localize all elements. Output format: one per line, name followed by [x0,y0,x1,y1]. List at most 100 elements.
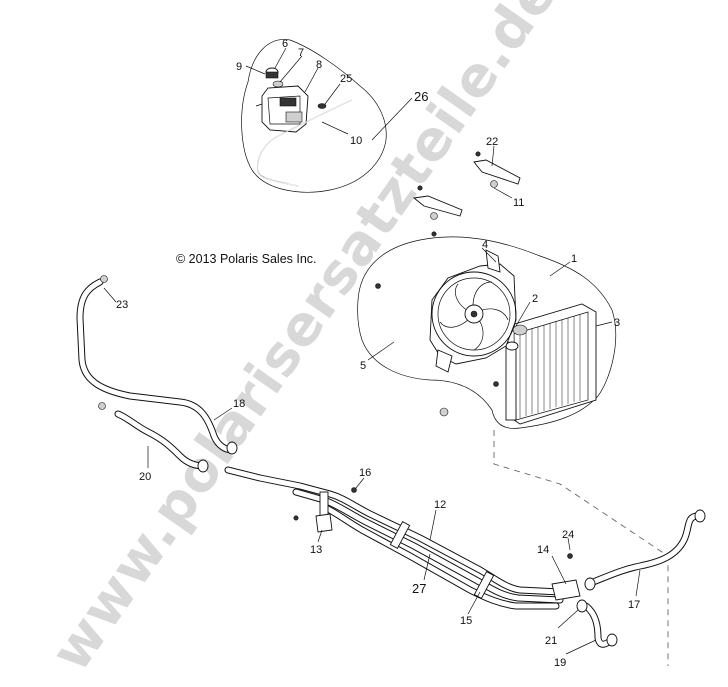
bracket-lower-bolt [417,185,423,191]
callout-15: 15 [460,615,472,627]
dashed-connector [493,430,669,666]
leader-14 [551,555,567,585]
callout-8: 8 [316,59,322,71]
clamp-20 [197,459,209,473]
clamp-17a [584,577,596,591]
callout-6: 6 [282,38,288,50]
tube-bracket-13 [315,513,333,533]
right-hoses-group: 14 24 17 21 19 [537,509,706,669]
leader-13 [317,529,323,543]
grommet-4 [431,231,437,237]
callout-20: 20 [139,471,151,483]
bracket-upper-bolt-2 [490,180,498,188]
radiator-fins [519,314,581,418]
fan-motor [512,324,528,336]
leader-12 [429,509,437,541]
grommet-1 [375,283,381,289]
radiator-group-outline [357,236,617,429]
leader-26 [371,97,413,141]
leader-17 [635,569,641,597]
clamp-21 [576,599,588,613]
leader-25 [324,83,341,105]
leader-23 [103,287,117,303]
leader-2 [515,301,531,327]
leader-9 [245,65,266,75]
cap-seal [272,80,284,88]
clamp-17b [694,509,706,523]
fan-brackets-group: 22 11 [412,136,524,220]
callout-13: 13 [310,544,322,556]
callout-4: 4 [482,239,488,251]
clamp-19 [606,633,618,647]
bolt-24 [567,553,573,559]
hose-17 [584,512,702,588]
leader-4 [481,247,497,263]
fitting-14 [551,579,581,601]
overflow-hose-inner [257,99,353,187]
leader-24 [567,537,571,551]
coolant-reservoir-group: 6 7 8 9 25 10 26 [236,38,428,193]
leader-1 [549,261,571,277]
callout-14: 14 [537,544,549,556]
clamp-18 [226,441,238,455]
callout-1: 1 [571,253,577,265]
callout-10: 10 [350,135,362,147]
reservoir-group-outline [241,39,387,193]
copyright-text: © 2013 Polaris Sales Inc. [176,252,317,266]
callout-12: 12 [434,499,446,511]
leader-22 [491,145,495,167]
leader-19 [565,639,597,655]
callout-21: 21 [545,635,557,647]
tube-clip-1 [389,521,411,549]
callout-5: 5 [360,360,366,372]
hose-20-fitting [98,402,106,410]
leader-16 [355,477,365,489]
leader-10 [321,121,349,135]
callout-27: 27 [412,581,426,596]
callout-23: 23 [116,299,128,311]
leader-6 [274,47,287,69]
callout-19: 19 [554,657,566,669]
radiator-fan-group: 1 4 2 3 5 [357,231,620,429]
leader-5 [367,341,395,361]
callout-7: 7 [298,47,304,59]
leader-15 [467,591,481,615]
radiator-inlet [505,341,519,351]
leader-11 [493,187,513,199]
reservoir-tank-face [267,95,301,125]
callout-24: 24 [562,529,574,541]
callout-2: 2 [532,293,538,305]
leader-8 [304,67,319,93]
leader-18 [213,407,233,421]
radiator-side-tank [505,343,517,421]
callout-22: 22 [486,136,498,148]
left-hoses-group: 23 18 20 [76,275,245,483]
bracket-upper [473,159,521,185]
callout-26: 26 [414,89,428,104]
leader-7 [279,55,303,83]
tank-side-plate [285,111,303,123]
grommet-2 [493,381,499,387]
fan-hub-center [470,310,478,318]
leader-3 [595,321,613,327]
callout-3: 3 [614,317,620,329]
tank-label-plate [279,97,297,107]
bolt-16 [351,487,357,493]
grommet-3 [439,407,449,417]
radiator-body [507,303,597,425]
bolt-13 [293,515,299,521]
bracket-lower-nut [430,212,438,220]
fan-ring [431,271,517,357]
hose-23-fitting [100,275,108,283]
tank-outlet [255,103,263,107]
cap-body [265,71,279,79]
callout-17: 17 [628,599,640,611]
overflow-clamp [317,103,327,109]
fan-mount-bottom [435,349,453,373]
tube-upper [224,466,564,596]
leader-27 [423,553,431,581]
callout-9: 9 [236,61,242,73]
coolant-tubes-group: 16 13 12 27 15 [224,466,564,627]
callout-16: 16 [359,467,371,479]
